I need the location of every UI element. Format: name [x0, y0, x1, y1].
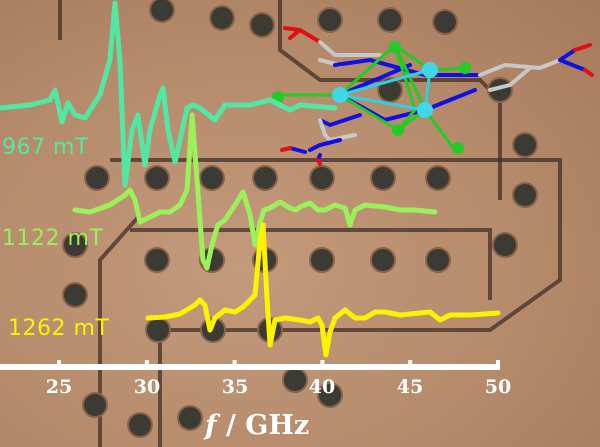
- board-hole: [425, 247, 451, 273]
- board-hole: [282, 367, 308, 393]
- series-line-967-mT: [0, 0, 338, 188]
- x-axis-unit: / GHz: [226, 410, 310, 441]
- board-hole: [199, 165, 225, 191]
- board-hole: [309, 247, 335, 273]
- board-hole: [370, 247, 396, 273]
- x-tick-label: 25: [45, 376, 73, 398]
- x-tick-label: 30: [133, 376, 161, 398]
- board-holes: [62, 0, 538, 438]
- x-tick-label: 45: [396, 376, 424, 398]
- board-hole: [317, 7, 343, 33]
- board-hole: [512, 132, 538, 158]
- board-hole: [145, 317, 171, 343]
- spectra: [0, 0, 501, 358]
- series-line-1122-mT: [72, 112, 438, 271]
- board-hole: [370, 165, 396, 191]
- x-tick-label: 50: [484, 376, 512, 398]
- board-hole: [492, 232, 518, 258]
- board-hole: [127, 412, 153, 438]
- molecule-structure: [272, 26, 594, 166]
- circuit-board-photo: [58, 0, 562, 447]
- board-hole: [84, 165, 110, 191]
- board-hole: [377, 7, 403, 33]
- series-label-1262: 1262 mT: [8, 316, 110, 341]
- board-hole: [62, 232, 88, 258]
- board-hole: [252, 165, 278, 191]
- series-label-1122: 1122 mT: [2, 226, 104, 251]
- series-line-1262-mT: [145, 222, 501, 358]
- board-hole: [62, 282, 88, 308]
- board-hole: [512, 182, 538, 208]
- board-hole: [209, 5, 235, 31]
- x-axis-title: f / GHz: [205, 410, 309, 441]
- board-hole: [425, 165, 451, 191]
- series-label-967: 967 mT: [2, 135, 89, 160]
- board-hole: [432, 9, 458, 35]
- x-axis-symbol: f: [205, 410, 217, 441]
- board-hole: [317, 382, 343, 408]
- board-hole: [82, 392, 108, 418]
- board-hole: [144, 247, 170, 273]
- x-tick-label: 35: [221, 376, 249, 398]
- x-axis: [0, 360, 500, 370]
- board-hole: [309, 165, 335, 191]
- board-hole: [144, 165, 170, 191]
- board-hole: [177, 405, 203, 431]
- board-hole: [149, 0, 175, 23]
- board-hole: [249, 12, 275, 38]
- x-tick-label: 40: [308, 376, 336, 398]
